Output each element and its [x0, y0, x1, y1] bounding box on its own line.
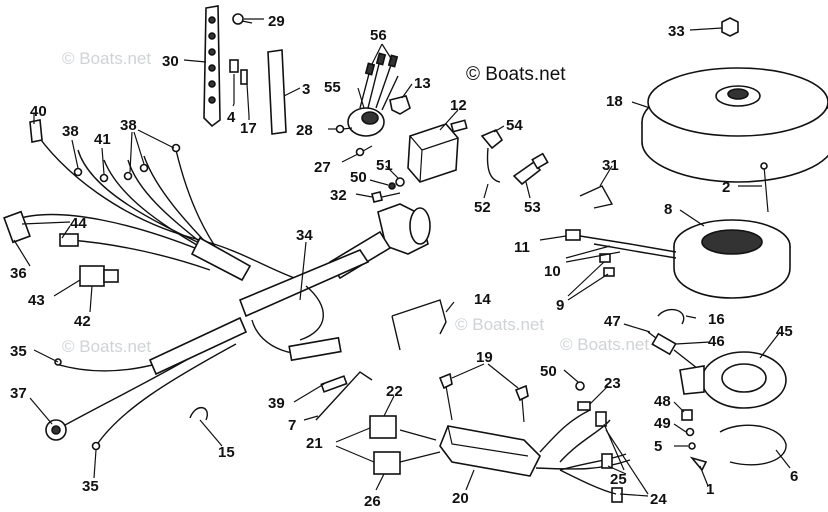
ignition-coil-part	[407, 119, 468, 183]
callout-52: 52	[474, 199, 491, 216]
callout-27: 27	[314, 159, 331, 176]
connector-part	[373, 451, 401, 475]
callout-6: 6	[790, 468, 798, 485]
watermark: © Boats.net	[62, 49, 151, 68]
bracket-part	[389, 95, 411, 115]
callout-40: 40	[30, 103, 47, 120]
callout-44: 44	[70, 215, 87, 232]
callout-21: 21	[306, 435, 323, 452]
clip-part	[189, 407, 208, 421]
callout-3: 3	[302, 81, 310, 98]
callout-1: 1	[706, 481, 714, 498]
starter-solenoid-part	[347, 52, 399, 137]
watermark: © Boats.net	[560, 335, 649, 354]
flywheel-part	[641, 67, 828, 183]
callout-53: 53	[524, 199, 541, 216]
watermark: © Boats.net	[455, 315, 544, 334]
copyright-notice: © Boats.net	[466, 64, 566, 85]
callout-51: 51	[376, 157, 393, 174]
clip-part	[240, 69, 248, 85]
callout-42: 42	[74, 313, 91, 330]
clip-part	[229, 59, 239, 73]
clip-part	[315, 371, 373, 421]
callout-29: 29	[268, 13, 285, 30]
callout-20: 20	[452, 490, 469, 507]
callout-11: 11	[514, 239, 530, 256]
bolt-part	[438, 372, 529, 423]
callout-14: 14	[474, 291, 491, 308]
callout-4: 4	[227, 109, 236, 126]
clip-part	[579, 185, 614, 209]
terminal-part	[565, 229, 581, 241]
callout-55: 55	[324, 79, 341, 96]
callout-36: 36	[10, 265, 27, 282]
callout-9: 9	[556, 297, 564, 314]
callout-39: 39	[268, 395, 285, 412]
callout-17: 17	[240, 120, 257, 137]
callout-33: 33	[668, 23, 685, 40]
callout-48: 48	[654, 393, 671, 410]
leader-lines	[13, 18, 791, 497]
callout-25: 25	[610, 471, 627, 488]
stator-part	[673, 219, 791, 299]
timer-base-part	[679, 351, 787, 409]
connector-part	[369, 415, 397, 439]
callout-28: 28	[296, 122, 313, 139]
callout-32: 32	[330, 187, 347, 204]
callout-2: 2	[722, 179, 730, 196]
callout-43: 43	[28, 292, 45, 309]
callout-30: 30	[162, 53, 179, 70]
callout-labels: 1 2 3 4 5 6 7 8 9 10 11 12 13 14 15 16 1…	[10, 13, 798, 510]
lower-wiring-harness-part	[45, 316, 248, 451]
terminal-strip-part	[203, 5, 221, 128]
callout-38: 38	[120, 117, 137, 134]
callout-22: 22	[386, 383, 403, 400]
lead-wire-part	[559, 401, 627, 503]
callout-12: 12	[450, 97, 467, 114]
callout-19: 19	[476, 349, 493, 366]
callout-37: 37	[10, 385, 27, 402]
callout-13: 13	[414, 75, 431, 92]
callout-54: 54	[506, 117, 523, 134]
retaining-ring-part	[719, 424, 787, 466]
clip-part	[657, 308, 685, 325]
callout-46: 46	[708, 333, 725, 350]
callout-49: 49	[654, 415, 671, 432]
callout-15: 15	[218, 444, 235, 461]
callout-31: 31	[602, 157, 619, 174]
callout-38: 38	[62, 123, 79, 140]
callout-7: 7	[288, 417, 296, 434]
callout-47: 47	[604, 313, 621, 330]
callout-23: 23	[604, 375, 621, 392]
fuse-part	[320, 375, 348, 393]
callout-35: 35	[10, 343, 27, 360]
callout-26: 26	[364, 493, 381, 510]
callout-45: 45	[776, 323, 793, 340]
callout-16: 16	[708, 311, 725, 328]
callout-34: 34	[296, 227, 313, 244]
callout-18: 18	[606, 93, 623, 110]
watermark: © Boats.net	[62, 337, 151, 356]
callout-24: 24	[650, 491, 667, 508]
callout-8: 8	[664, 201, 672, 218]
callout-56: 56	[370, 27, 387, 44]
retaining-wire-part	[391, 299, 447, 351]
callout-5: 5	[654, 438, 662, 455]
callout-10: 10	[544, 263, 561, 280]
wiring-harness-part	[3, 119, 370, 362]
screw-part	[232, 13, 253, 25]
callout-35: 35	[82, 478, 99, 495]
callout-50: 50	[350, 169, 367, 186]
callout-50: 50	[540, 363, 557, 380]
callout-41: 41	[94, 131, 111, 148]
flywheel-nut-part	[721, 17, 739, 37]
bracket-bar-part	[267, 49, 287, 135]
